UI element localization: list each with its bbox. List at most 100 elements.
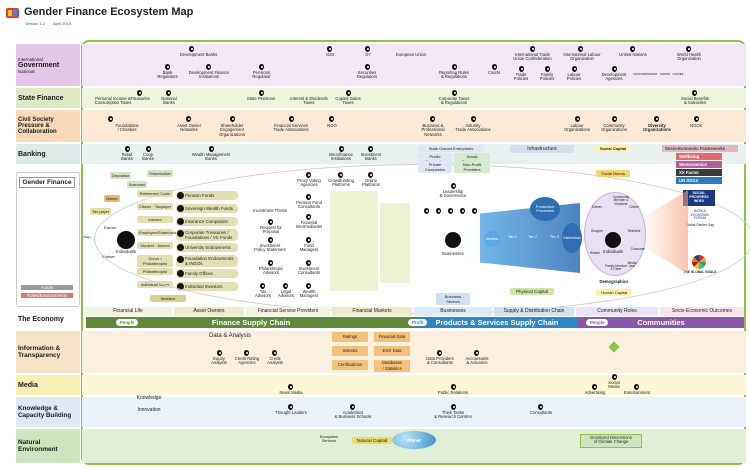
fund-icon [177,205,184,212]
social-capital-tag: Social Capital [596,145,630,152]
state-capgains-icon [346,90,351,96]
logo-icon [6,8,19,18]
innovation-label: Innovation [137,407,161,413]
finance-chain-label: Finance Supply Chain [211,318,291,327]
gov-ilo-icon [578,46,583,52]
community-individuals-icon [605,232,621,248]
gov-natl-0: Bank Regulators [157,70,178,80]
side-civil-society: Civil Society Pressure & Collaboration [16,110,80,142]
civil-ngo-icon [329,116,334,122]
gov-natl-4: Reporting Rules & Regulations [438,70,470,80]
fsp-pensionconsult-icon [306,194,311,200]
fund-3-label: Corporate Treasuries / Foundations / VC … [185,230,233,240]
gov-ituc-icon [530,46,535,52]
fund-2-label: Insurance Companies [185,219,228,224]
bank-coop-icon [146,146,151,152]
fund-5: Foundation Endowments & INGOs [176,255,238,267]
fsp-tax-icon [260,283,265,289]
info-box-indexes: Indexes [332,346,368,356]
fund-5-label: Foundation Endowments & INGOs [185,256,234,266]
actor-owner: Owner [104,195,120,202]
individuals-icon [117,231,135,249]
econ-header-4: Businesses [414,307,492,316]
fund-0-label: Pension Funds [185,193,215,198]
fsp-3: Fund Managers [299,243,319,253]
band-info [82,331,746,373]
civil-diversity-icon [654,116,659,122]
mkt-platform-1: Online Platforms [362,178,380,188]
finance-chain-bar: People Finance Supply Chain [86,317,416,328]
civil-shareholder-icon [230,116,235,122]
civil-5: Business & Professional Networks [421,123,445,137]
fund-7: Individual Investors [176,282,238,291]
state-4: Interest & Dividends Taxes [290,96,328,106]
fsp-0: Proxy Voting Agencies [297,178,321,188]
business-sectors-tag: Business Sectors [436,293,470,305]
gov-natl-9: Development Agencies [601,72,627,82]
owner-groups: Retirement Saver Citizen · Taxpayer Insu… [137,190,180,300]
media-item-2: Entertainment [623,390,651,395]
gov-natl-8: Labour Policies [566,72,582,82]
community-role-4: Citizen [629,205,639,209]
state-2: National Banks [161,96,177,106]
demographics-label: Demographics [599,279,629,284]
fund-6-label: Family Offices [185,271,213,276]
natural-capital-tag: Natural Capital [352,437,392,444]
leadership-icon [451,183,456,189]
side-gov-label: Government [18,61,60,69]
info-equity-icon [217,350,222,356]
businesses-icon [445,232,461,248]
community-role-2: Family Member & Carer [605,264,627,272]
gov-pensreg-icon [259,64,264,70]
kn-item-2: Academics & Business Schools [334,410,372,420]
gov-trade-icon [519,66,524,72]
kn-consultants-icon [538,404,543,410]
side-media-label: Media [18,381,38,389]
fsp-ips-icon [268,237,273,243]
gov-natl-5: Courts [487,70,501,75]
civil-business-icon [430,116,435,122]
info-box-databases: Databases / Statistics [374,360,410,372]
side-state-label: State Finance [18,94,64,102]
community-role-3: Shopper [590,229,604,233]
bank-4: Investment Banks [360,152,382,162]
global-goals-icon [692,255,706,269]
gendered-label: Gendered Dimensions of Climate Change [590,435,632,445]
fsp-11: Investment Thesis [253,208,287,213]
state-1: Treasuries [130,96,150,101]
fsp-5: Wealth Managers [299,289,319,299]
bank-invest-icon [368,146,373,152]
fund-icon [177,244,184,251]
owner-6: Philanthropist [137,268,173,275]
gov-un-2: UNFPA [660,72,670,76]
state-treasury-icon [137,90,142,96]
products-chain-label: Products & Services Supply Chain [435,318,559,327]
people-pill-1: People [116,319,139,326]
info-box-certifications: Certifications [332,360,368,370]
side-banking-label: Banking [18,150,46,158]
communities-chain-label: Communities [637,318,685,327]
info-credit-icon [272,350,277,356]
gov-intl-5: International Labour Organization [563,52,601,62]
fsp-philadv-icon [268,260,273,266]
civil-9: Diversity Organizations [643,123,671,133]
gov-intl-1: G20 [326,52,334,57]
market-assets [380,203,410,283]
physical-capital-tag: Physical Capital [510,288,554,295]
fsp-intermed-icon [306,214,311,220]
kn-item-1: Thought Leaders [275,410,307,415]
fsp-2: Financial Intermediaries [295,220,323,230]
communities-chain-bar: People Communities [578,317,744,328]
media-item-0: Social Media [608,380,620,390]
fund-4-label: University Endowments [185,245,231,250]
info-dataprov-icon [437,350,442,356]
info-box-fin-data: Financial Data [374,332,410,342]
fsp-8: Philanthropic Advisors [258,266,284,276]
role-5-icon [472,208,477,214]
fsp-rfp-icon [268,219,273,225]
side-economy: The Economy [16,309,80,329]
gov-un-3: UNICEF [672,72,684,76]
fund-icon [177,270,184,277]
actor-worker: Worker [102,254,115,259]
band-civil [82,110,746,142]
